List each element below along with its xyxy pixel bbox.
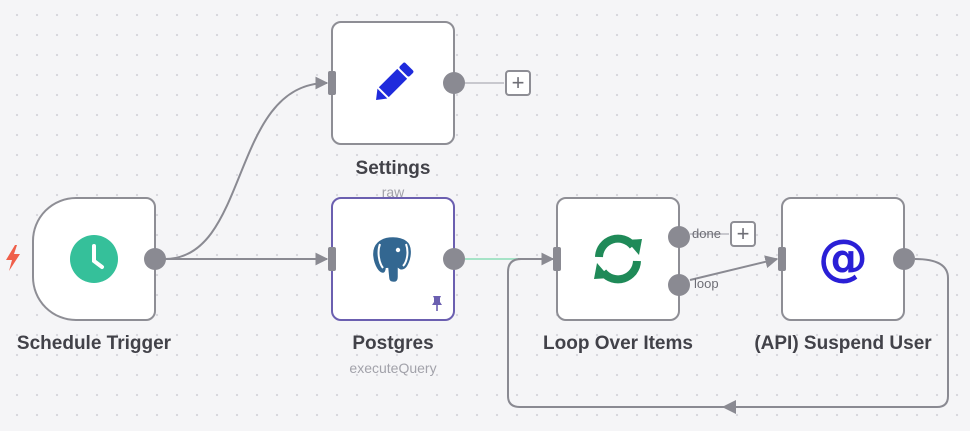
settings-output-handle[interactable]: [443, 72, 465, 94]
postgres-output-handle[interactable]: [443, 248, 465, 270]
edge-loop-to-suspend[interactable]: [689, 255, 779, 281]
loop-done-output-handle[interactable]: [668, 226, 690, 248]
schedule-trigger-label: Schedule Trigger: [16, 333, 172, 354]
pencil-icon: [367, 57, 419, 109]
loop-done-output-label: done: [692, 226, 721, 241]
pin-icon[interactable]: [431, 295, 443, 311]
clock-icon: [69, 234, 119, 284]
trigger-bolt-icon: [5, 245, 21, 271]
postgres-input-handle[interactable]: [328, 247, 336, 271]
settings-add-node-button[interactable]: +: [505, 70, 531, 96]
suspend-user-input-handle[interactable]: [778, 247, 786, 271]
node-schedule-trigger[interactable]: [32, 197, 166, 321]
settings-subtitle: raw: [381, 184, 405, 200]
postgres-elephant-icon: [366, 232, 420, 286]
node-suspend-user[interactable]: @: [778, 197, 915, 321]
loop-input-handle[interactable]: [553, 247, 561, 271]
edge-return-arrowhead: [722, 400, 736, 414]
edge-suspend-back-to-loop[interactable]: [507, 258, 949, 408]
node-loop-over-items[interactable]: [553, 197, 690, 321]
refresh-icon: [590, 231, 646, 287]
settings-input-handle[interactable]: [328, 71, 336, 95]
node-postgres[interactable]: [328, 197, 465, 321]
suspend-user-label: (API) Suspend User: [754, 333, 932, 354]
node-settings[interactable]: [328, 21, 465, 145]
schedule-trigger-output-handle[interactable]: [144, 248, 166, 270]
at-sign-icon: @: [815, 229, 871, 287]
postgres-label: Postgres: [352, 333, 434, 354]
suspend-user-output-handle[interactable]: [893, 248, 915, 270]
loop-over-items-label: Loop Over Items: [543, 333, 693, 354]
edge-trigger-to-settings[interactable]: [164, 76, 329, 260]
loop-done-add-node-button[interactable]: +: [730, 221, 756, 247]
loop-loop-output-label: loop: [694, 276, 719, 291]
settings-label: Settings: [355, 158, 431, 179]
postgres-subtitle: executeQuery: [349, 360, 437, 376]
loop-loop-output-handle[interactable]: [668, 274, 690, 296]
svg-text:@: @: [818, 231, 868, 287]
